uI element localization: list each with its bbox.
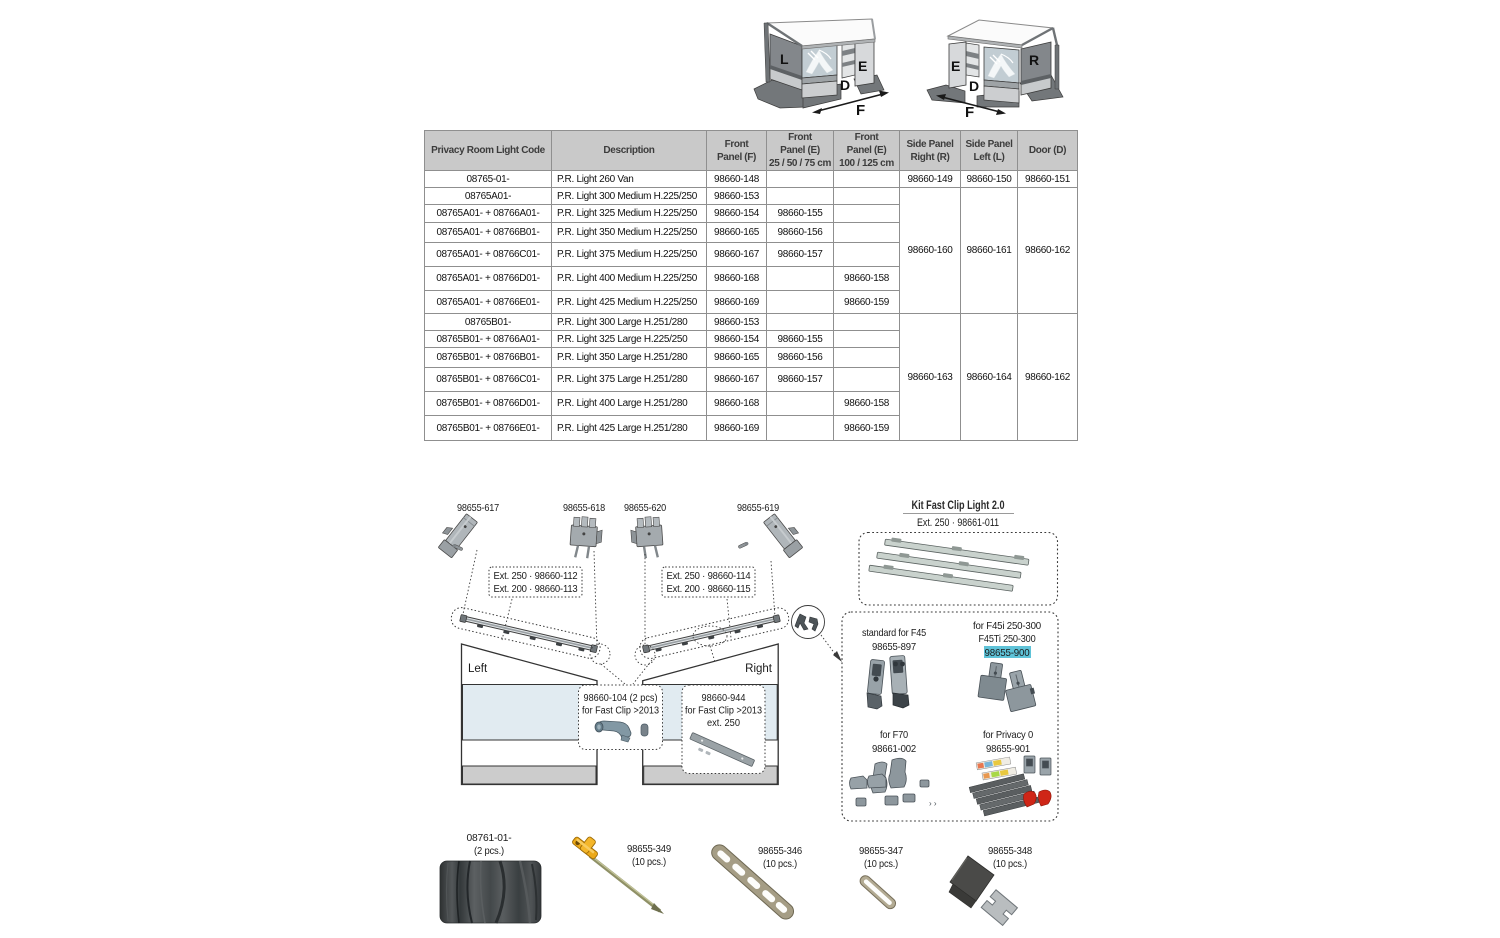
svg-text:(10 pcs.): (10 pcs.) xyxy=(864,858,898,870)
svg-text:08761-01-: 08761-01- xyxy=(467,832,513,844)
svg-text:98655-619: 98655-619 xyxy=(737,502,779,514)
svg-text:for Privacy 0: for Privacy 0 xyxy=(983,729,1033,741)
svg-text:F45Ti 250-300: F45Ti 250-300 xyxy=(979,633,1036,645)
svg-text:98660-104 (2 pcs): 98660-104 (2 pcs) xyxy=(584,693,658,704)
svg-text:Ext. 250 · 98660-114: Ext. 250 · 98660-114 xyxy=(667,571,752,582)
svg-text:for F45i 250-300: for F45i 250-300 xyxy=(973,620,1041,632)
svg-text:for F70: for F70 xyxy=(880,729,908,741)
svg-text:(10 pcs.): (10 pcs.) xyxy=(993,858,1027,870)
svg-text:98655-617: 98655-617 xyxy=(457,502,499,514)
svg-text:F: F xyxy=(965,104,974,120)
svg-text:98655-901: 98655-901 xyxy=(986,743,1030,755)
svg-text:98661-002: 98661-002 xyxy=(872,743,916,755)
svg-text:Ext. 200 · 98660-113: Ext. 200 · 98660-113 xyxy=(494,584,579,595)
svg-text:D: D xyxy=(840,77,850,93)
svg-text:(2 pcs.): (2 pcs.) xyxy=(474,845,504,857)
svg-text:98655-900: 98655-900 xyxy=(985,647,1030,659)
svg-text:D: D xyxy=(969,78,979,94)
svg-text:Ext. 200 · 98660-115: Ext. 200 · 98660-115 xyxy=(667,584,752,595)
svg-text:Kit Fast Clip Light 2.0: Kit Fast Clip Light 2.0 xyxy=(912,498,1005,512)
svg-text:Left: Left xyxy=(468,663,488,675)
svg-text:ext. 250: ext. 250 xyxy=(707,718,740,729)
svg-text:› ›: › › xyxy=(929,799,937,808)
svg-text:98655-620: 98655-620 xyxy=(624,502,666,514)
svg-text:E: E xyxy=(858,58,867,74)
svg-text:98655-346: 98655-346 xyxy=(758,845,802,857)
svg-text:Ext. 250 · 98660-112: Ext. 250 · 98660-112 xyxy=(494,571,579,582)
svg-text:(10 pcs.): (10 pcs.) xyxy=(763,858,797,870)
svg-text:98655-348: 98655-348 xyxy=(988,845,1032,857)
svg-text:standard for F45: standard for F45 xyxy=(862,627,926,639)
svg-text:98655-349: 98655-349 xyxy=(627,843,671,855)
svg-text:98655-347: 98655-347 xyxy=(859,845,903,857)
svg-text:F: F xyxy=(856,102,865,119)
svg-text:98655-618: 98655-618 xyxy=(563,502,605,514)
svg-text:for Fast Clip >2013: for Fast Clip >2013 xyxy=(685,706,762,717)
svg-text:E: E xyxy=(951,58,960,74)
svg-text:R: R xyxy=(1029,52,1039,68)
svg-text:Right: Right xyxy=(745,663,773,675)
svg-text:98655-897: 98655-897 xyxy=(872,641,916,653)
svg-text:for Fast Clip >2013: for Fast Clip >2013 xyxy=(582,706,659,717)
svg-text:L: L xyxy=(780,51,789,67)
svg-text:(10 pcs.): (10 pcs.) xyxy=(632,856,666,868)
svg-text:Ext. 250 · 98661-011: Ext. 250 · 98661-011 xyxy=(917,517,999,529)
svg-text:98660-944: 98660-944 xyxy=(702,693,746,704)
